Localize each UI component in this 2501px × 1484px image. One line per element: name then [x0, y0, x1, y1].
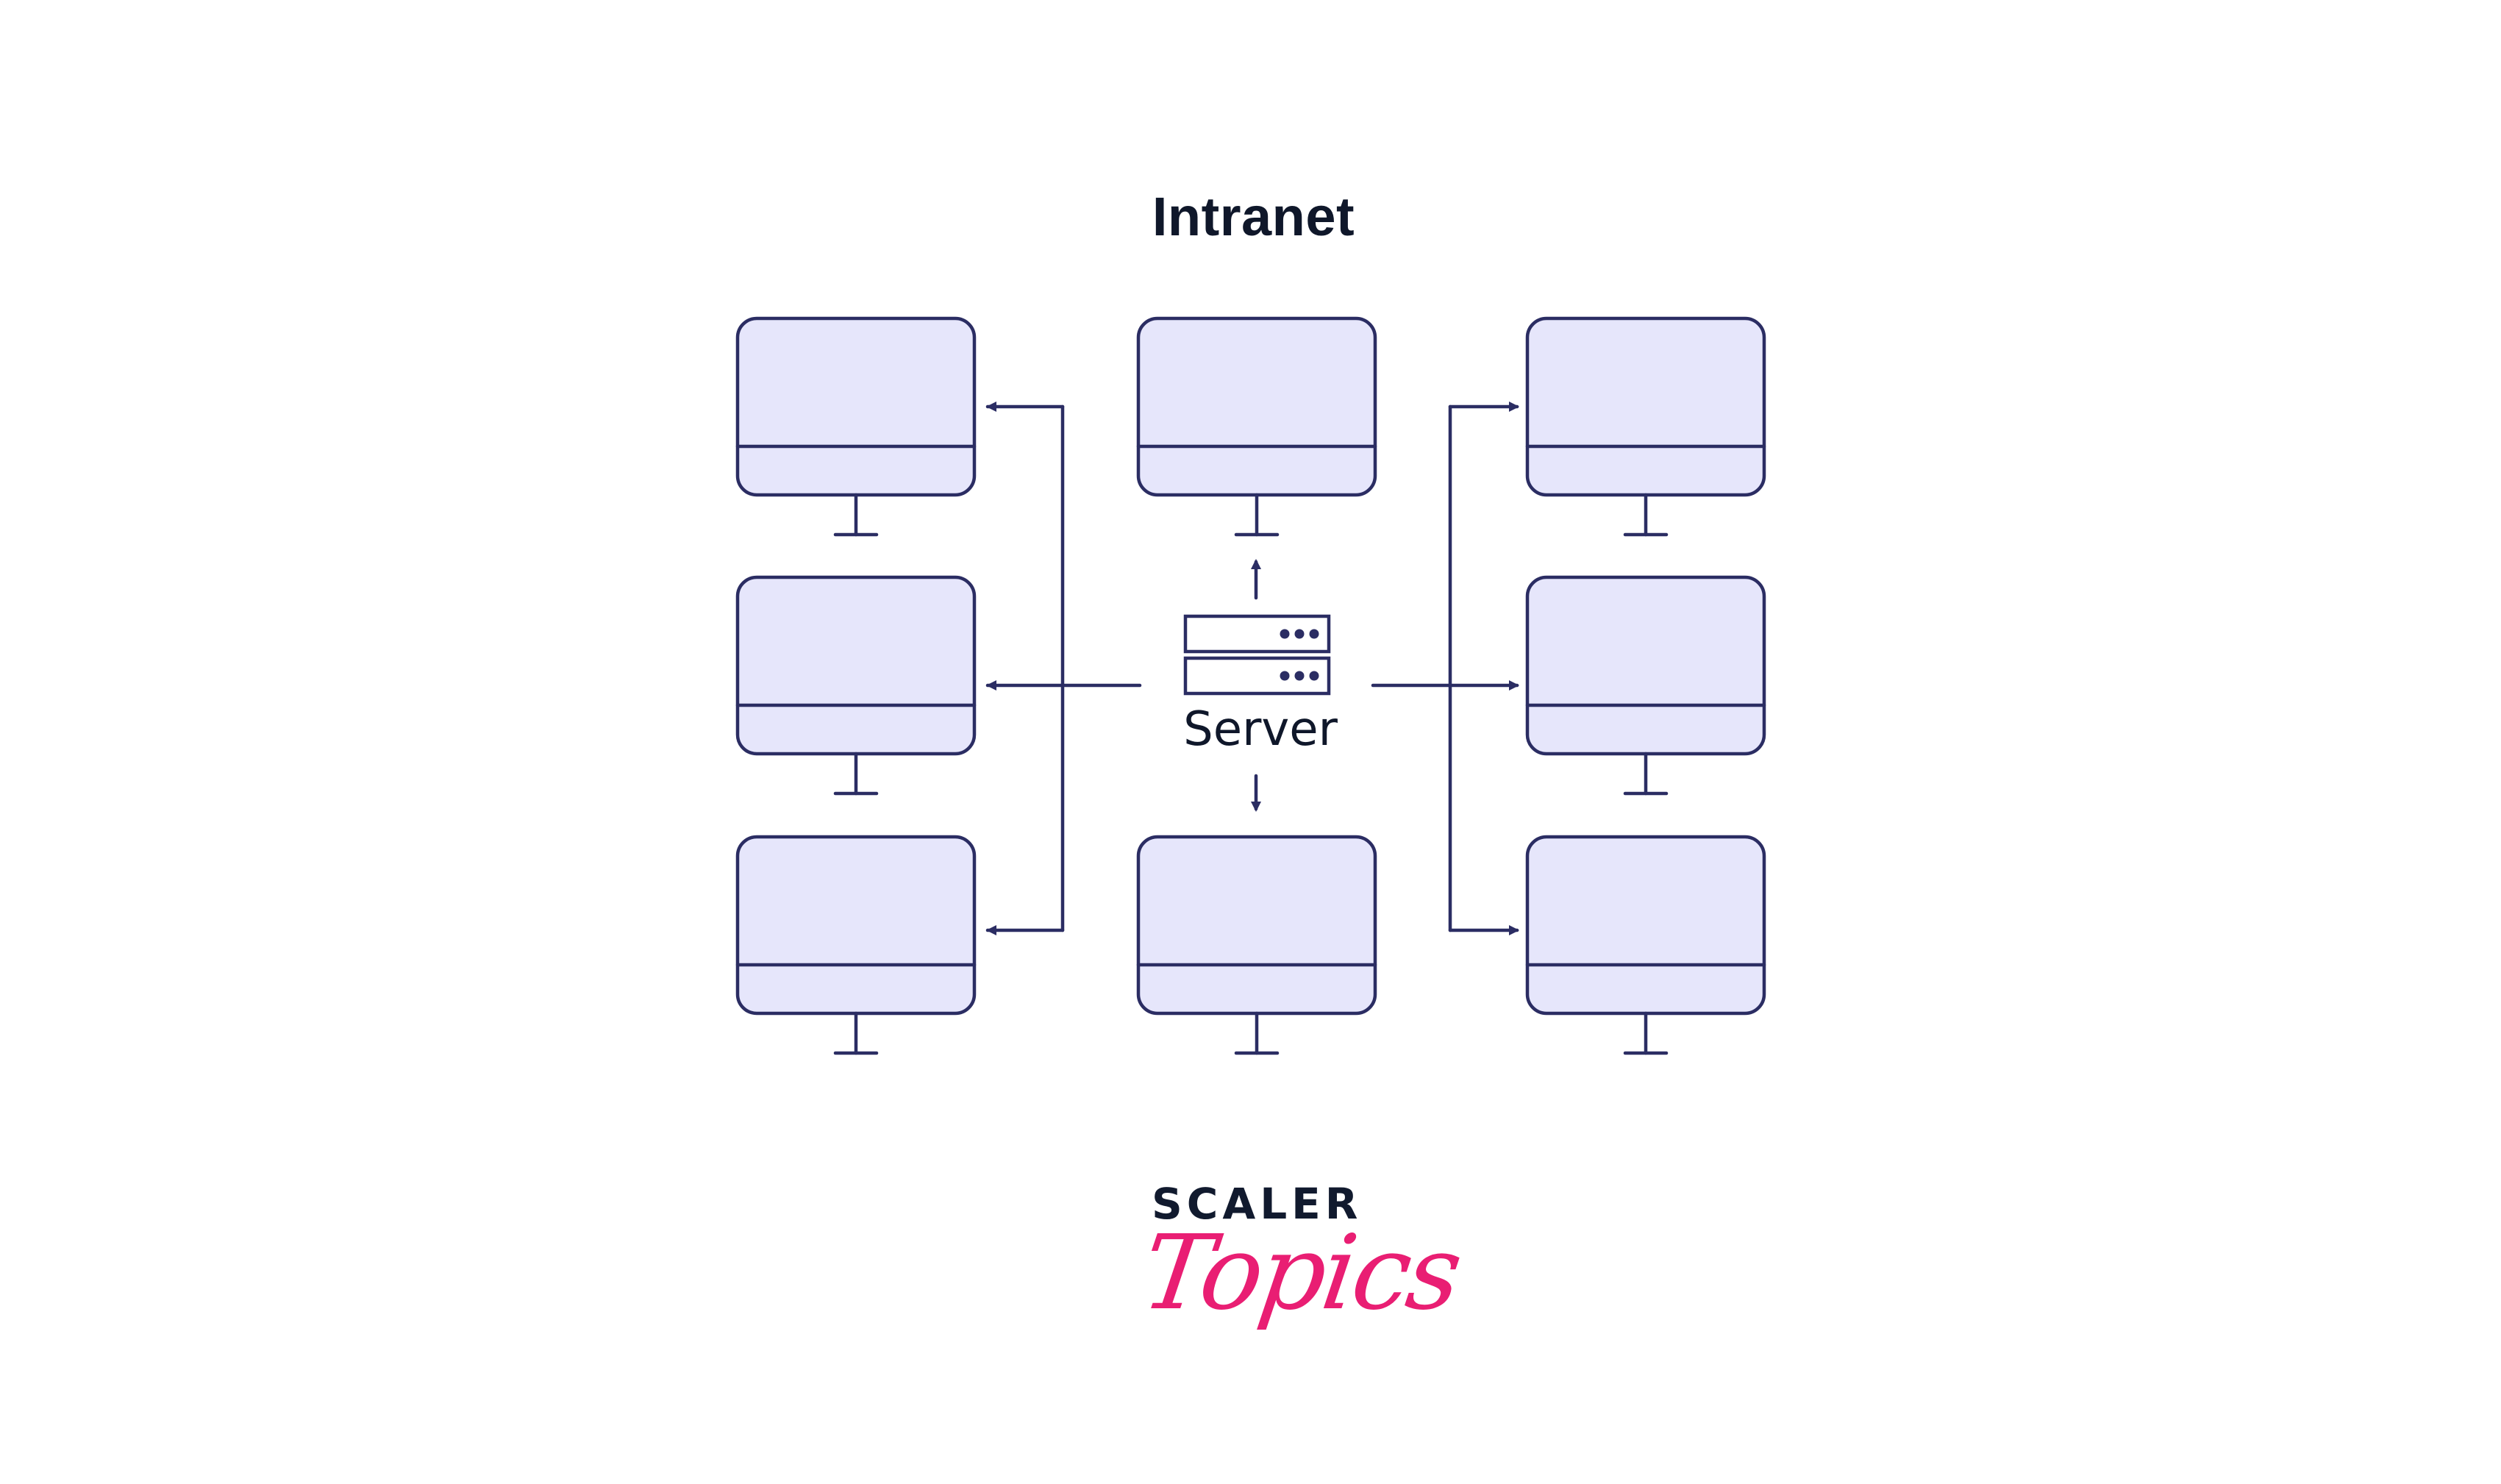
monitor-screen — [1525, 316, 1766, 497]
server-led — [1280, 671, 1290, 681]
server-unit — [1183, 656, 1331, 696]
arrowhead-up — [1251, 559, 1261, 569]
diagram-title: Intranet — [1152, 186, 1355, 247]
server-led — [1294, 629, 1305, 639]
logo-scaler-text: SCALER — [1152, 1179, 1363, 1229]
server-led — [1280, 629, 1290, 639]
server-icon — [1183, 614, 1331, 696]
arrowhead-left-2 — [986, 680, 996, 691]
monitor-screen — [1525, 575, 1766, 756]
logo-topics-text: Topics — [1135, 1213, 1466, 1333]
arrowhead-left-1 — [986, 402, 996, 412]
monitor-screen — [1525, 835, 1766, 1016]
monitor-icon — [1525, 316, 1766, 537]
monitor-screen — [735, 835, 977, 1016]
server-led — [1309, 629, 1319, 639]
arrowhead-left-3 — [986, 925, 996, 935]
monitor-screen — [735, 316, 977, 497]
server-label: Server — [1183, 702, 1338, 757]
monitor-screen — [735, 575, 977, 756]
server-led — [1294, 671, 1305, 681]
arrowhead-right-2 — [1509, 680, 1519, 691]
monitors-group — [735, 316, 1766, 1055]
monitor-icon — [735, 575, 977, 796]
monitor-screen — [1136, 835, 1377, 1016]
server-led — [1309, 671, 1319, 681]
monitor-icon — [735, 835, 977, 1055]
arrowhead-down — [1251, 802, 1261, 812]
arrowhead-right-3 — [1509, 925, 1519, 935]
connectors-group — [985, 402, 1519, 935]
monitor-icon — [735, 316, 977, 537]
monitor-icon — [1136, 316, 1377, 537]
arrowhead-right-1 — [1509, 402, 1519, 412]
server-unit — [1183, 614, 1331, 654]
monitor-icon — [1525, 575, 1766, 796]
monitor-icon — [1136, 835, 1377, 1055]
monitor-icon — [1525, 835, 1766, 1055]
monitor-screen — [1136, 316, 1377, 497]
